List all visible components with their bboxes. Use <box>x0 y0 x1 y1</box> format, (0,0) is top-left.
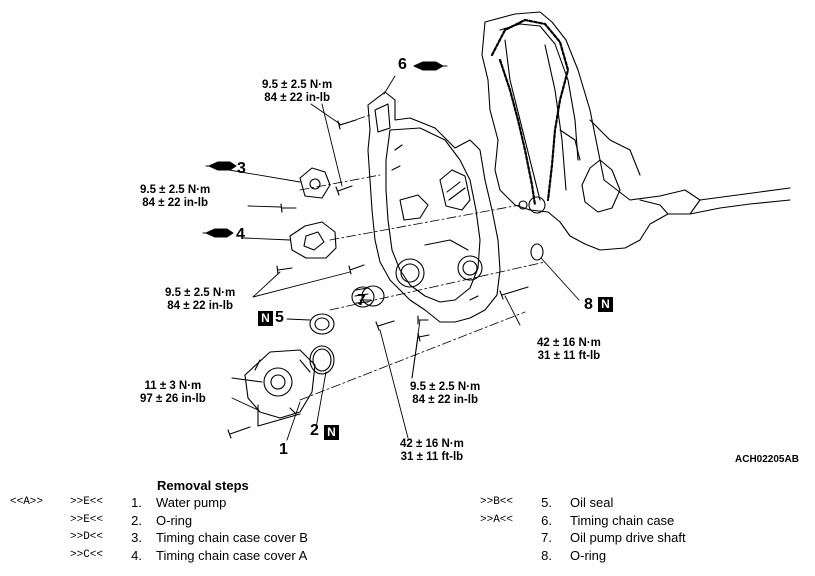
callout-5: 5 <box>275 309 284 326</box>
callout-7: 7 <box>357 292 366 309</box>
case-cover-b <box>299 167 331 199</box>
step-text: O-ring <box>570 547 607 563</box>
step-row: >>E<< 2. O-ring <box>0 512 400 530</box>
reference-mark: >>E<< <box>70 496 104 508</box>
sealant-tube-icon <box>202 228 234 238</box>
reference-mark: >>C<< <box>70 548 104 561</box>
water-pump <box>244 349 316 419</box>
step-text: Timing chain case cover B <box>156 530 308 545</box>
new-part-badge: N <box>598 297 613 312</box>
timing-chain-case <box>367 91 501 323</box>
case-cover-a <box>289 221 337 259</box>
callout-1: 1 <box>279 441 288 458</box>
o-ring-8 <box>530 243 544 261</box>
step-row: >>B<< 5. Oil seal <box>480 494 800 512</box>
step-text: Water pump <box>156 495 227 510</box>
step-row: >>C<< 4. Timing chain case cover A <box>0 547 400 565</box>
oil-seal <box>309 313 335 335</box>
sprocket-marks <box>518 196 546 214</box>
reference-mark: <<A>> <box>10 496 44 508</box>
step-text: Timing chain case cover A <box>156 547 308 563</box>
removal-steps-left: <<A>> >>E<< 1. Water pump >>E<< 2. O-rin… <box>0 494 400 564</box>
step-text: Oil pump drive shaft <box>570 530 686 545</box>
step-text: Timing chain case <box>570 512 675 528</box>
alignment-lines <box>299 114 546 401</box>
oil-pump-drive-shaft <box>351 285 385 308</box>
step-text: O-ring <box>156 512 193 528</box>
step-number: 3. <box>131 530 142 545</box>
step-row: >>D<< 3. Timing chain case cover B <box>0 529 400 547</box>
removal-steps-right: >>B<< 5. Oil seal >>A<< 6. Timing chain … <box>480 494 800 564</box>
callout-4: 4 <box>236 226 245 243</box>
step-number: 6. <box>541 512 552 528</box>
callout-3: 3 <box>237 160 246 177</box>
reference-mark: >>A<< <box>480 513 514 526</box>
new-part-badge: N <box>258 311 273 326</box>
leader-lines <box>228 75 580 441</box>
step-row: 8. O-ring <box>480 547 800 565</box>
o-ring-2 <box>309 345 335 375</box>
sealant-tube-icon <box>205 161 237 171</box>
step-number: 2. <box>131 512 142 528</box>
sealant-tube-icon <box>413 61 448 71</box>
callout-6: 6 <box>398 56 407 73</box>
reference-mark: >>B<< <box>480 496 514 508</box>
step-row: >>A<< 6. Timing chain case <box>480 512 800 530</box>
step-number: 1. <box>131 495 142 510</box>
new-part-badge: N <box>324 425 339 440</box>
step-row: <<A>> >>E<< 1. Water pump <box>0 494 400 512</box>
step-number: 8. <box>541 547 552 563</box>
step-row: 7. Oil pump drive shaft <box>480 529 800 547</box>
callout-2: 2 <box>310 422 319 439</box>
callout-8: 8 <box>584 296 593 313</box>
reference-mark: >>E<< <box>70 513 104 526</box>
removal-steps-title: Removal steps <box>157 478 249 493</box>
step-number: 7. <box>541 530 552 545</box>
step-number: 5. <box>541 495 552 510</box>
reference-mark: >>D<< <box>70 531 104 543</box>
timing-chain <box>490 18 570 207</box>
step-number: 4. <box>131 547 142 563</box>
engine-block-outline <box>481 11 791 251</box>
step-text: Oil seal <box>570 495 614 510</box>
figure-code: ACH02205AB <box>735 454 799 465</box>
